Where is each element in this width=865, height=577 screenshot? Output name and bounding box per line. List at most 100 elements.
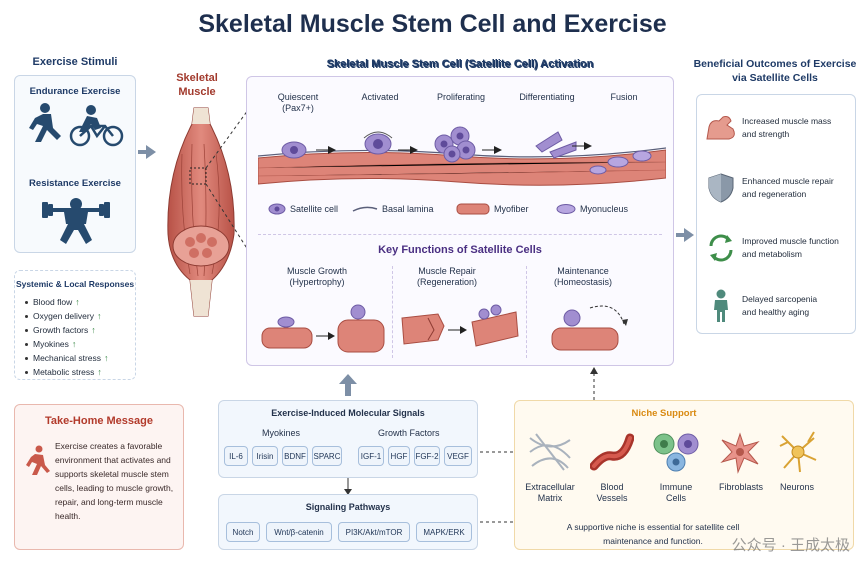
endurance-label: Endurance Exercise [29,86,121,97]
activation-panel: Skeletal Muscle Stem Cell (Satellite Cel… [246,59,674,366]
legend-satellite-cell: Satellite cell [290,204,339,214]
takehome-body: Exercise creates a favorable environment… [55,441,174,521]
response-item: Myokines↑ [25,339,109,349]
function-maintenance: Maintenance (Homeostasis) [553,266,612,287]
niche-panel [514,400,854,550]
legend-basal-lamina-icon [352,206,378,212]
neuron-icon [779,431,817,473]
takehome-header: Take-Home Message [44,415,153,427]
niche-header: Niche Support [631,408,697,419]
ecm-icon [529,433,571,471]
responses-panel: Systemic & Local Responses Blood flow↑ O… [14,270,136,380]
chip-fgf2: FGF-2 [414,446,440,466]
function-repair: Muscle Repair (Regeneration) [416,266,478,287]
runner-cyclist-icon [29,103,124,147]
takehome-panel: Take-Home Message Exercise creates a fav… [14,404,184,550]
response-item: Blood flow↑ [25,297,109,307]
stimuli-panel: Endurance Exercise Resistance Exercise [14,75,136,253]
blood-vessel-icon [590,433,634,471]
shield-icon [708,173,734,203]
responses-header: Systemic & Local Responses [15,279,135,289]
outcomes-header-1: Beneficial Outcomes of Exercise [693,58,857,70]
chip-sparc: SPARC [312,446,342,466]
function-divider-2 [526,266,527,358]
functions-header: Key Functions of Satellite Cells [378,244,542,256]
stage-proliferating: Proliferating [436,92,486,102]
pathways-header: Signaling Pathways [305,502,391,512]
outcome-line: and regeneration [742,189,807,199]
outcome-line: Improved muscle function [742,236,839,246]
chip-irisin: Irisin [252,446,278,466]
response-item: Growth factors↑ [25,325,109,335]
legend-myofiber: Myofiber [494,204,529,214]
arrow-signals-to-pathways [344,478,352,495]
fibroblast-icon [720,432,760,474]
outcomes-header-2: via Satellite Cells [732,72,818,84]
chip-il6: IL-6 [224,446,248,466]
signals-header: Exercise-Induced Molecular Signals [271,408,425,418]
arrow-shaft-outcomes [676,233,686,237]
niche-ecm: Extracellular Matrix [525,482,575,503]
chip-bdnf: BDNF [282,446,308,466]
activation-header-visible: Skeletal Muscle Stem Cell (Satellite Cel… [326,58,594,70]
muscle-illustration [167,107,235,317]
chip-notch: Notch [226,522,260,542]
chip-igf1: IGF-1 [358,446,384,466]
activation-divider [258,234,662,235]
niche-blood-vessels: Blood Vessels [596,482,628,503]
page-title: Skeletal Muscle Stem Cell and Exercise [198,10,667,38]
growth-factors-label: Growth Factors [378,428,440,438]
zoom-lines [205,109,249,251]
chip-hgf: HGF [388,446,410,466]
responses-list: Blood flow↑ Oxygen delivery↑ Growth fact… [25,297,109,381]
response-item: Oxygen delivery↑ [25,311,109,321]
activation-header: Skeletal Muscle Stem Cell (Satellite Cel… [327,59,595,71]
outcome-muscle-mass: Increased muscle mass and strength [700,100,854,156]
response-item: Metabolic stress↑ [25,367,109,377]
niche-immune-cells: Immune Cells [659,482,693,503]
watermark: 公众号 · 王成太极 [731,537,850,554]
response-item: Mechanical stress↑ [25,353,109,363]
legend-myonucleus: Myonucleus [580,204,629,214]
flexed-arm-icon [706,116,735,140]
stage-differentiating: Differentiating [519,92,575,102]
immune-cells-icon [653,433,699,472]
chip-wnt: Wnt/β-catenin [266,522,332,542]
person-icon [714,289,728,322]
stage-fusion: Fusion [610,92,638,102]
arrow-signals-up [339,374,357,396]
legend-satellite-cell-icon [268,203,286,215]
outcome-line: and healthy aging [742,307,810,317]
hypertrophy-illustration [261,304,385,353]
resistance-label: Resistance Exercise [29,178,121,189]
cycle-arrows-icon [709,234,733,262]
regeneration-illustration [401,304,519,347]
chip-mapk: MAPK/ERK [416,522,472,542]
outcome-repair: Enhanced muscle repair and regeneration [700,160,854,216]
niche-fibroblasts: Fibroblasts [718,482,763,492]
stimuli-header: Exercise Stimuli [32,56,118,68]
outcome-line: and strength [742,129,790,139]
stage-activated: Activated [361,92,399,102]
chip-vegf: VEGF [444,446,472,466]
outcome-line: Increased muscle mass [742,116,832,126]
legend-myofiber-icon [456,203,490,215]
outcome-aging: Delayed sarcopenia and healthy aging [700,278,854,334]
outcome-line: Enhanced muscle repair [742,176,834,186]
arrow-shaft [138,150,148,154]
niche-footer: A supportive niche is essential for sate… [566,522,740,546]
myokines-label: Myokines [262,428,301,438]
satellite-activation-strip [258,126,666,186]
arrow-stimuli-to-muscle [146,145,156,159]
outcome-line: Delayed sarcopenia [742,294,818,304]
muscle-label-1: Skeletal [176,72,218,84]
chip-pi3k: PI3K/Akt/mTOR [338,522,410,542]
function-growth: Muscle Growth (Hypertrophy) [286,266,348,287]
weightlifter-icon [42,198,110,244]
niche-neurons: Neurons [779,482,815,492]
legend-myonucleus-icon [556,204,576,214]
muscle-label-2: Muscle [178,86,216,98]
runner-icon [26,445,50,475]
arrow-to-outcomes [684,228,694,242]
